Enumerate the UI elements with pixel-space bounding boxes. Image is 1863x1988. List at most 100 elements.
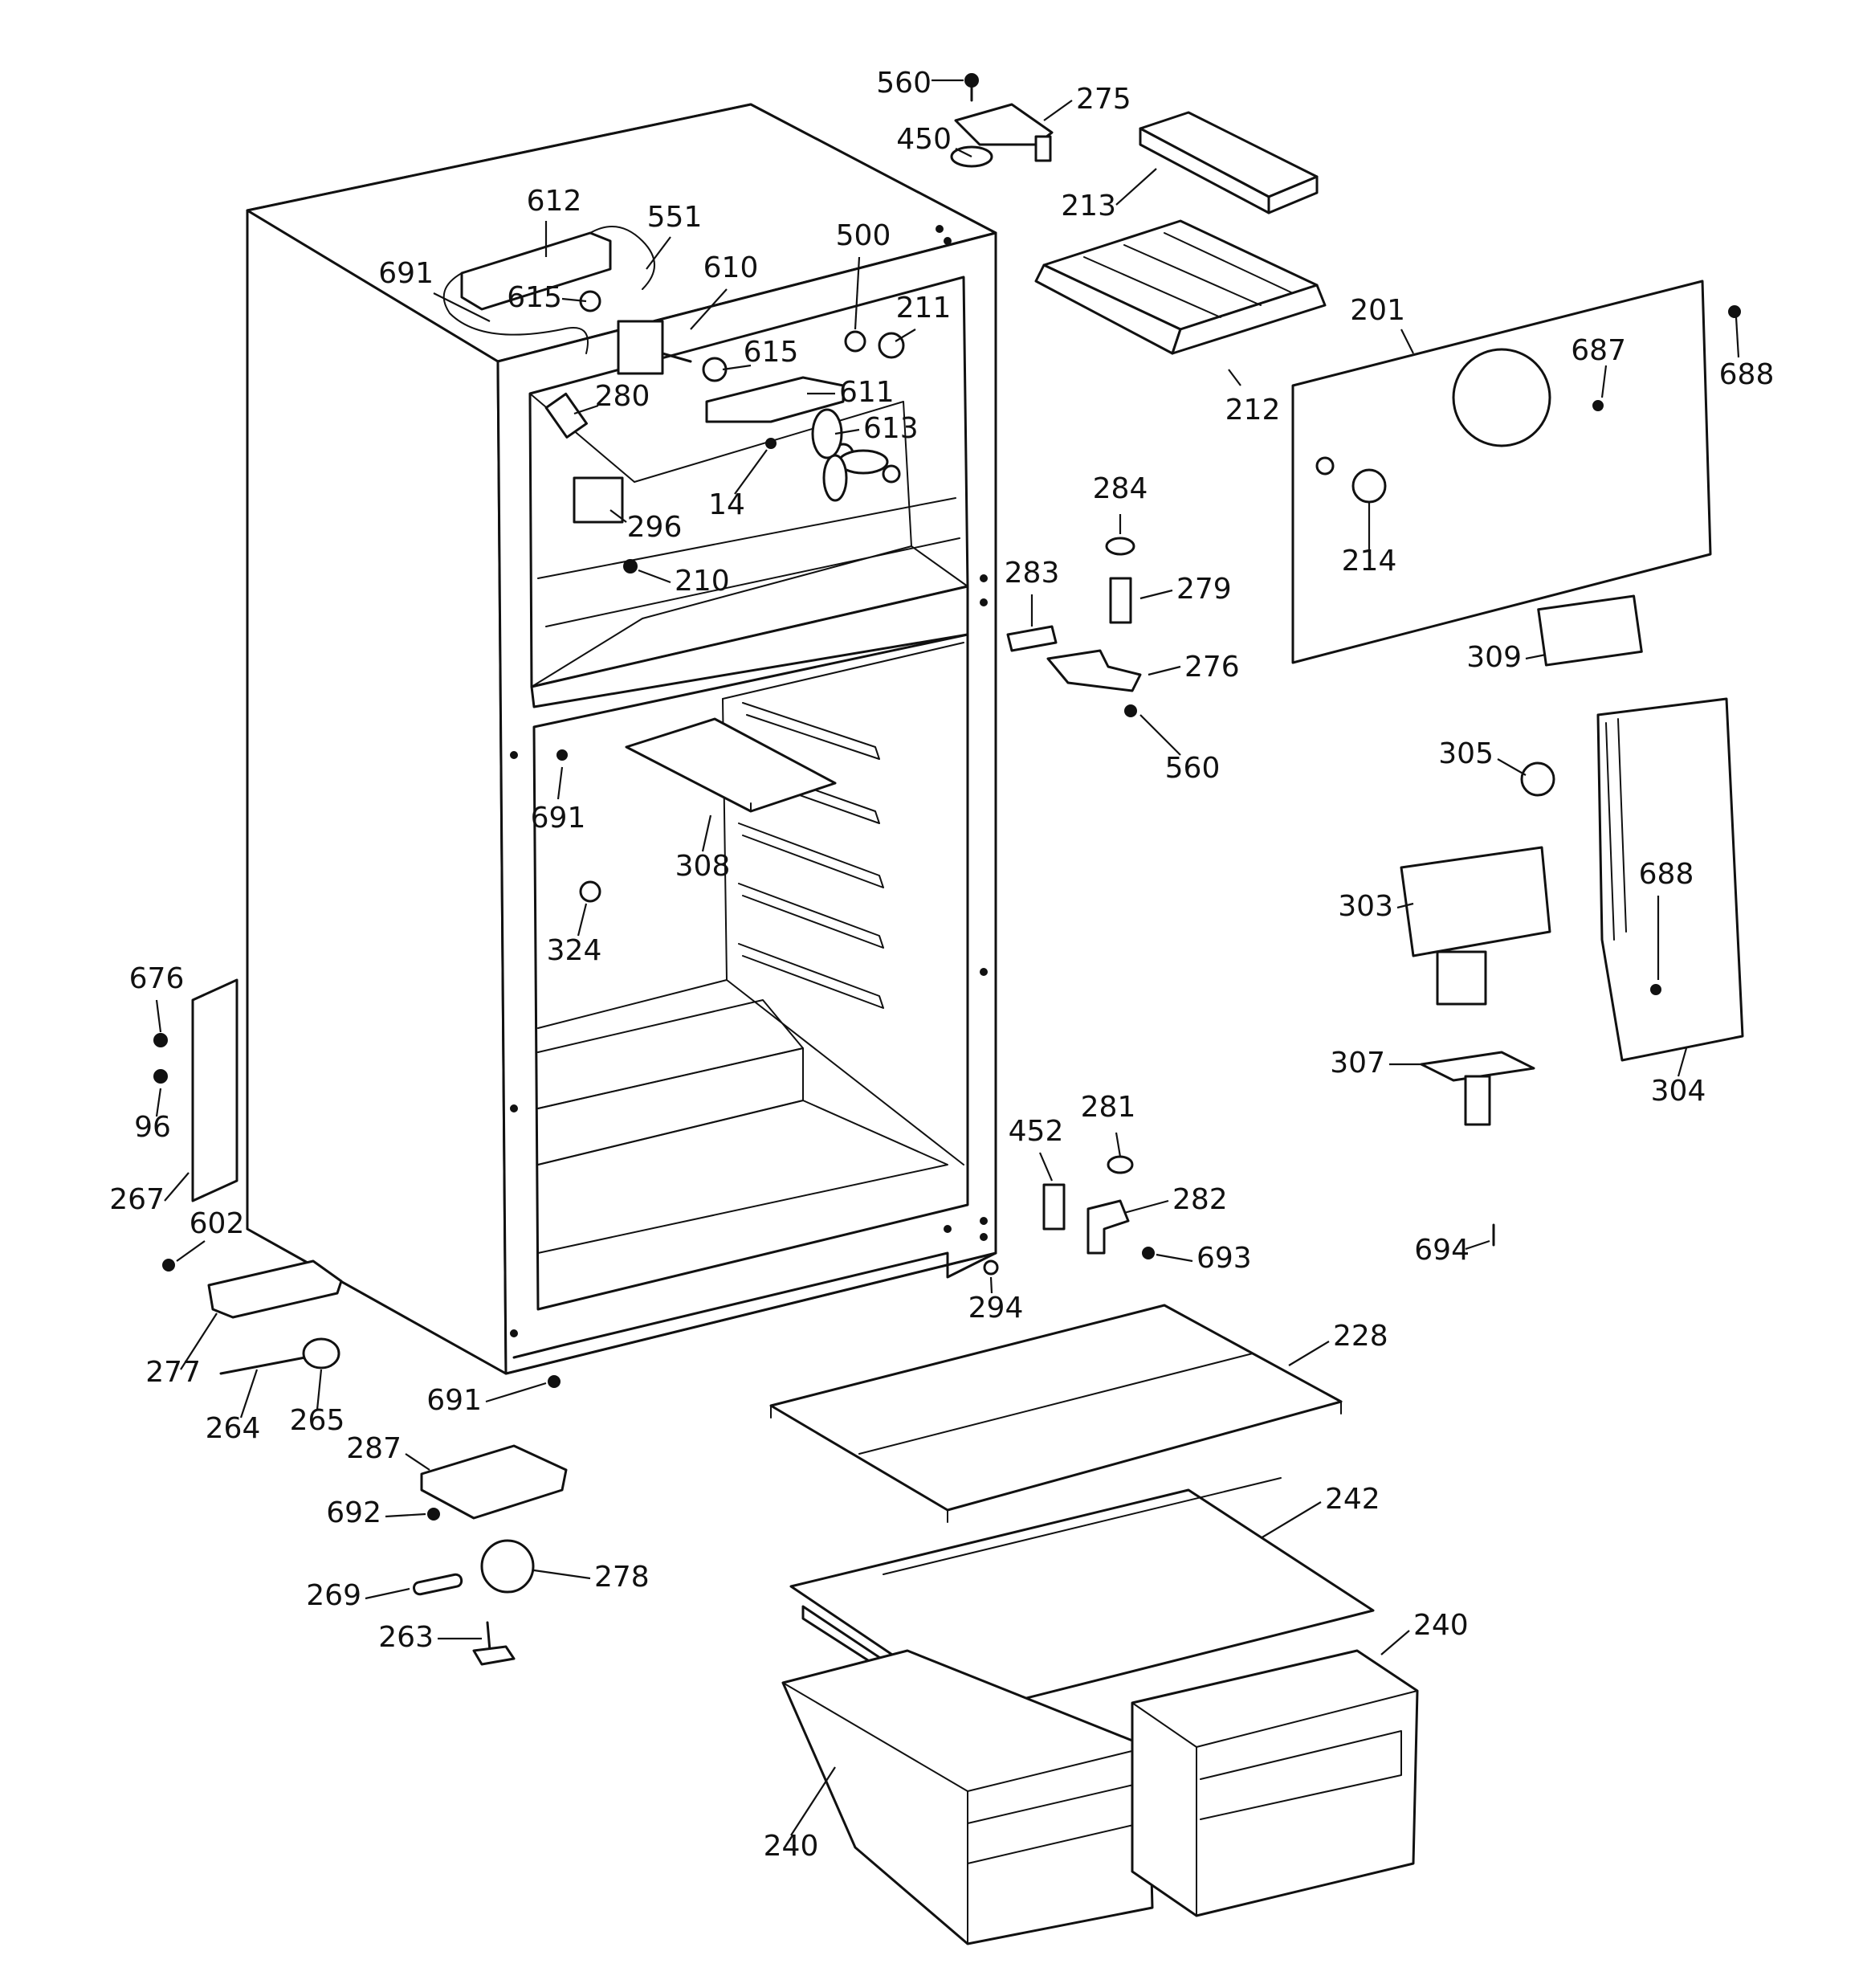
leader-line xyxy=(854,256,861,330)
dispenser-303 xyxy=(1400,846,1551,957)
washer-284 xyxy=(1105,537,1135,556)
part-280 xyxy=(544,392,588,439)
leader-line xyxy=(316,1369,323,1410)
part-callout: 211 xyxy=(896,292,952,325)
leader-line xyxy=(1139,589,1173,600)
part-callout: 691 xyxy=(531,802,586,835)
part-callout: 96 xyxy=(134,1111,171,1144)
leader-line xyxy=(646,236,671,270)
leader-line xyxy=(1043,100,1073,121)
leader-line xyxy=(1735,316,1740,358)
evaporator-cover-201 xyxy=(1291,280,1741,664)
leader-line xyxy=(155,1088,162,1117)
shim-452 xyxy=(1042,1183,1066,1231)
part-callout: 691 xyxy=(426,1384,482,1417)
part-callout: 687 xyxy=(1571,334,1626,367)
fan-bracket-611 xyxy=(705,376,845,423)
leader-line xyxy=(1156,1253,1193,1263)
rod-264 xyxy=(219,1356,307,1375)
part-callout: 615 xyxy=(507,281,562,314)
part-callout: 263 xyxy=(378,1621,434,1654)
part-callout: 283 xyxy=(1005,557,1060,590)
leader-line xyxy=(561,297,587,303)
part-callout: 691 xyxy=(378,257,434,290)
leader-line xyxy=(573,404,599,415)
part-callout: 281 xyxy=(1081,1091,1136,1124)
part-callout: 279 xyxy=(1176,573,1232,606)
part-callout: 304 xyxy=(1651,1075,1706,1108)
crisper-drawer-right xyxy=(1131,1649,1419,1917)
part-callout: 551 xyxy=(647,201,703,234)
part-callout: 307 xyxy=(1330,1047,1385,1080)
label-309 xyxy=(1537,594,1643,667)
part-callout: 613 xyxy=(863,412,919,445)
part-callout: 280 xyxy=(595,380,650,413)
panel-267 xyxy=(191,978,238,1202)
part-callout: 277 xyxy=(145,1356,201,1389)
part-callout: 500 xyxy=(836,219,891,252)
part-307 xyxy=(1420,1051,1535,1082)
part-callout: 305 xyxy=(1438,737,1494,770)
part-callout: 201 xyxy=(1350,294,1405,327)
part-callout: 694 xyxy=(1414,1234,1470,1267)
part-callout: 612 xyxy=(527,185,582,218)
leader-line xyxy=(690,288,728,330)
leader-line xyxy=(834,428,860,435)
leader-line xyxy=(433,292,491,322)
fan-613 xyxy=(811,408,889,502)
pin-279 xyxy=(1109,577,1132,624)
part-callout: 265 xyxy=(290,1404,345,1437)
leader-line xyxy=(577,903,588,937)
dispenser-chute xyxy=(1436,950,1487,1006)
leader-line xyxy=(365,1587,410,1600)
temp-control-610 xyxy=(617,320,664,375)
leader-line xyxy=(1115,1132,1122,1157)
leader-line xyxy=(485,1382,547,1403)
part-callout: 213 xyxy=(1061,190,1116,222)
part-callout: 611 xyxy=(839,376,895,409)
knob-615 xyxy=(702,357,728,382)
part-500 xyxy=(844,330,866,353)
part-callout: 214 xyxy=(1342,545,1397,578)
leader-line xyxy=(638,569,671,584)
part-callout: 294 xyxy=(968,1292,1024,1325)
leader-lines xyxy=(155,79,1740,1836)
part-callout: 602 xyxy=(190,1207,245,1240)
leader-line xyxy=(1288,1341,1330,1366)
part-callout: 282 xyxy=(1172,1183,1228,1216)
part-callout: 278 xyxy=(594,1561,650,1594)
leader-line xyxy=(1380,1630,1410,1655)
part-callout: 269 xyxy=(306,1579,361,1612)
leveler-plate-287 xyxy=(420,1444,568,1520)
part-callout: 284 xyxy=(1093,472,1148,505)
hinge-276 xyxy=(1046,649,1142,692)
part-callout: 324 xyxy=(547,934,602,967)
shelf-308 xyxy=(625,717,837,813)
shim-283 xyxy=(1006,625,1058,652)
part-callout: 240 xyxy=(1413,1609,1469,1642)
part-211 xyxy=(878,332,905,359)
leader-line xyxy=(989,1276,993,1294)
leader-line xyxy=(895,329,916,342)
top-hinge-group xyxy=(950,73,1054,168)
cover-fan-opening xyxy=(1452,348,1551,447)
part-callout: 688 xyxy=(1719,358,1775,391)
leader-line xyxy=(1677,1047,1688,1077)
part-callout: 676 xyxy=(129,962,185,995)
hinge-282 xyxy=(1086,1199,1130,1255)
part-callout: 450 xyxy=(896,123,952,156)
leader-line xyxy=(556,766,564,800)
leader-line xyxy=(164,1172,190,1202)
part-callout: 693 xyxy=(1196,1242,1252,1275)
ice-tray-213 xyxy=(1139,111,1319,214)
part-callout: 242 xyxy=(1325,1483,1380,1516)
washer-281 xyxy=(1107,1155,1134,1174)
part-callout: 692 xyxy=(326,1496,381,1529)
leader-line xyxy=(385,1512,426,1518)
part-callout: 275 xyxy=(1076,83,1131,116)
part-callout: 264 xyxy=(206,1412,261,1445)
part-callout: 309 xyxy=(1466,641,1522,674)
part-callout: 560 xyxy=(876,67,932,100)
leader-line xyxy=(734,449,768,495)
roller-278 xyxy=(480,1539,535,1594)
